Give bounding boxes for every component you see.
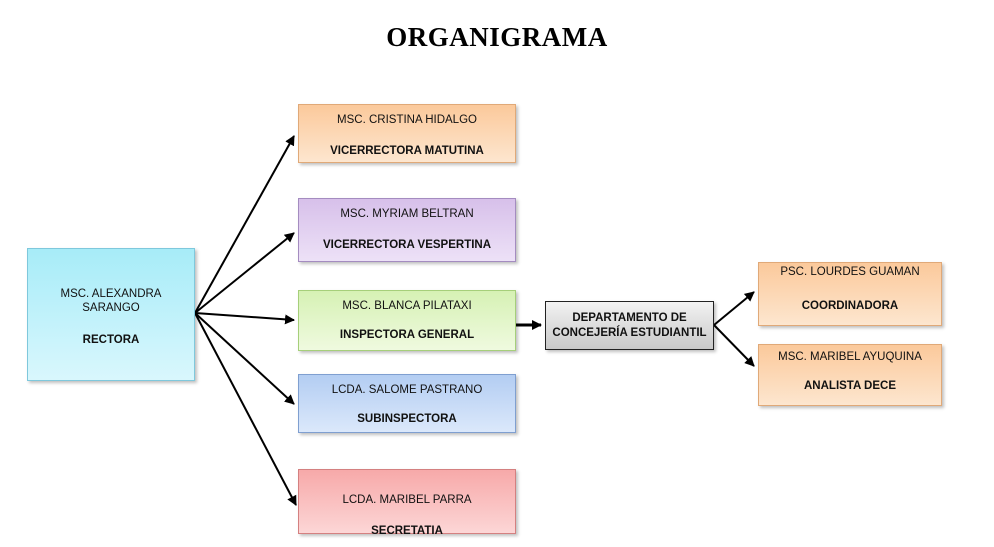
- arrow-to-subinspectora: [194, 312, 295, 405]
- vicerrectora-vespertina-role: VICERRECTORA VESPERTINA: [322, 239, 492, 251]
- rectora-box: MSC. ALEXANDRA SARANGO RECTORA: [27, 248, 195, 381]
- arrow-to-inspectora-general: [194, 312, 295, 325]
- arrow-to-analista: [713, 324, 755, 367]
- dece-label: DEPARTAMENTO DE CONCEJERÍA ESTUDIANTIL: [552, 312, 707, 339]
- secretaria-role: SECRETATIA: [371, 525, 443, 537]
- subinspectora-name: LCDA. SALOME PASTRANO: [331, 384, 483, 396]
- inspectora-general-role: INSPECTORA GENERAL: [339, 329, 475, 341]
- analista-box: MSC. MARIBEL AYUQUINA ANALISTA DECE: [758, 344, 942, 406]
- secretaria-name: LCDA. MARIBEL PARRA: [342, 494, 472, 506]
- secretaria-box: LCDA. MARIBEL PARRA SECRETATIA: [298, 469, 516, 537]
- inspectora-general-box: MSC. BLANCA PILATAXI INSPECTORA GENERAL: [298, 290, 516, 351]
- coordinadora-name: PSC. LOURDES GUAMAN: [780, 266, 920, 278]
- coordinadora-box: PSC. LOURDES GUAMAN COORDINADORA: [758, 262, 942, 326]
- rectora-name: MSC. ALEXANDRA SARANGO: [60, 288, 162, 314]
- vicerrectora-vespertina-box: MSC. MYRIAM BELTRAN VICERRECTORA VESPERT…: [298, 198, 516, 262]
- arrow-to-coordinadora: [713, 291, 755, 326]
- page-title: ORGANIGRAMA: [386, 22, 608, 52]
- vicerrectora-matutina-name: MSC. CRISTINA HIDALGO: [337, 114, 477, 126]
- coordinadora-role: COORDINADORA: [801, 300, 899, 312]
- analista-role: ANALISTA DECE: [804, 380, 896, 392]
- inspectora-general-name: MSC. BLANCA PILATAXI: [342, 300, 472, 312]
- arrow-to-vicerrectora-vespertina: [194, 232, 295, 314]
- vicerrectora-vespertina-name: MSC. MYRIAM BELTRAN: [340, 208, 474, 220]
- analista-name: MSC. MARIBEL AYUQUINA: [778, 351, 922, 363]
- dece-box: DEPARTAMENTO DE CONCEJERÍA ESTUDIANTIL: [545, 301, 714, 350]
- arrow-to-vicerrectora-matutina: [194, 135, 295, 314]
- subinspectora-role: SUBINSPECTORA: [357, 413, 457, 425]
- vicerrectora-matutina-role: VICERRECTORA MATUTINA: [330, 145, 484, 157]
- subinspectora-box: LCDA. SALOME PASTRANO SUBINSPECTORA: [298, 374, 516, 433]
- vicerrectora-matutina-box: MSC. CRISTINA HIDALGO VICERRECTORA MATUT…: [298, 104, 516, 163]
- arrow-to-secretaria: [194, 312, 297, 506]
- rectora-role: RECTORA: [82, 334, 140, 346]
